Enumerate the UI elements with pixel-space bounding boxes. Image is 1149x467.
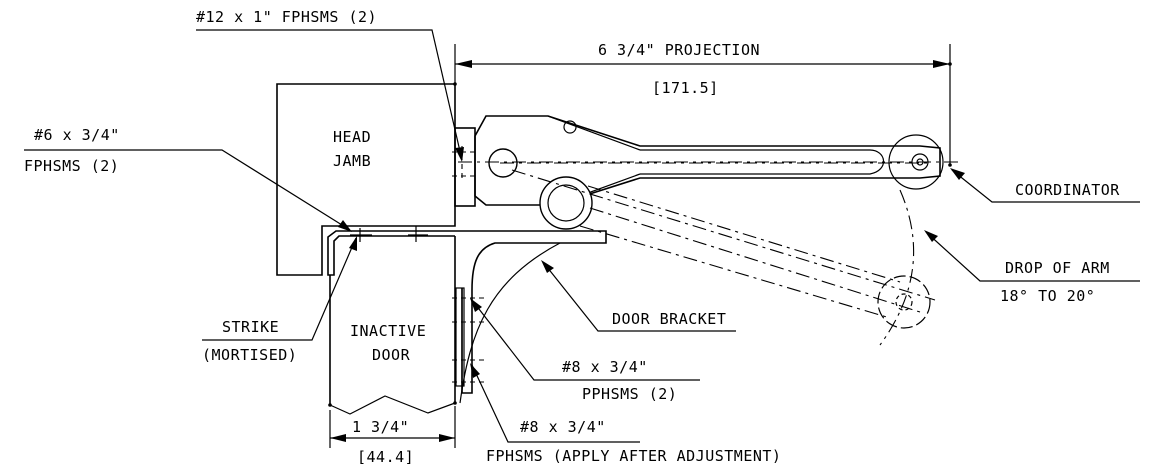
inactive-door-label-2: DOOR <box>372 346 411 364</box>
width-arrow-right <box>439 434 455 442</box>
door-bracket-leader <box>542 261 736 332</box>
width-mm: [44.4] <box>357 448 414 466</box>
screw-adj-leader <box>471 364 640 443</box>
secondary-pivot-inner <box>547 184 585 222</box>
screw-left-leader <box>24 149 351 231</box>
width-label: 1 3/4" <box>352 418 409 436</box>
strike-arrow <box>349 236 357 251</box>
strike-leader <box>202 237 357 341</box>
screw-left-label-1: #6 x 3/4" <box>34 126 120 144</box>
strike-label-1: STRIKE <box>222 318 279 336</box>
dropped-arm-phantom-2 <box>589 207 921 313</box>
width-arrow-left <box>330 434 346 442</box>
screw-left-arrow <box>338 220 352 232</box>
head-jamb-label-2: JAMB <box>333 152 371 170</box>
screw-top-arrow <box>455 147 464 162</box>
projection-arrow-right <box>933 60 950 68</box>
inactive-door-label-1: INACTIVE <box>350 322 426 340</box>
hidden-screw-lines-bracket <box>452 297 488 383</box>
screw-adj-label-2: FPHSMS (APPLY AFTER ADJUSTMENT) <box>486 447 781 465</box>
coordinator-arrow <box>950 168 965 180</box>
drop-of-arm-leader <box>925 231 1140 282</box>
coordinator-leader <box>951 169 1140 203</box>
head-jamb-label-1: HEAD <box>333 128 371 146</box>
screw-adj-arrow <box>470 363 480 378</box>
coordinator-label: COORDINATOR <box>1015 181 1120 199</box>
drop-angle-label: 18° TO 20° <box>1000 287 1095 305</box>
arm-slot <box>640 149 885 175</box>
dropped-arm-end-pin <box>895 293 913 311</box>
dropped-arm-phantom <box>511 169 936 319</box>
projection-arrow-left <box>455 60 472 68</box>
strike <box>327 230 455 276</box>
screw-top-label: #12 x 1" FPHSMS (2) <box>196 8 377 26</box>
screw-pp-leader <box>471 299 700 381</box>
arm-pivot-small <box>563 120 577 134</box>
screw-left-label-2: FPHSMS (2) <box>24 157 119 175</box>
drop-of-arm-label: DROP OF ARM <box>1005 259 1110 277</box>
drop-of-arm-arrow <box>924 230 938 242</box>
door-bracket-label: DOOR BRACKET <box>612 310 726 328</box>
reference-marks <box>328 62 952 407</box>
drop-arc <box>879 189 915 346</box>
projection-label: 6 3/4" PROJECTION <box>598 41 760 59</box>
screw-pp-arrow <box>470 298 482 312</box>
screw-pp-label-2: PPHSMS (2) <box>582 385 677 403</box>
strike-label-2: (MORTISED) <box>202 346 297 364</box>
screw-top-leader <box>196 29 463 161</box>
inactive-door <box>329 236 456 405</box>
projection-mm: [171.5] <box>652 79 719 97</box>
head-jamb <box>276 83 456 276</box>
door-break-line <box>329 395 456 415</box>
screw-adj-label-1: #8 x 3/4" <box>520 418 606 436</box>
coordinator-roller <box>888 134 944 190</box>
bracket-plate <box>455 287 465 387</box>
door-bracket <box>455 230 607 394</box>
closer-mount-plate <box>454 127 476 207</box>
strike-screw-marks <box>350 226 428 242</box>
door-bracket-arrow <box>541 260 554 273</box>
screw-pp-label-1: #8 x 3/4" <box>562 358 648 376</box>
dropped-arm-end <box>877 275 931 329</box>
